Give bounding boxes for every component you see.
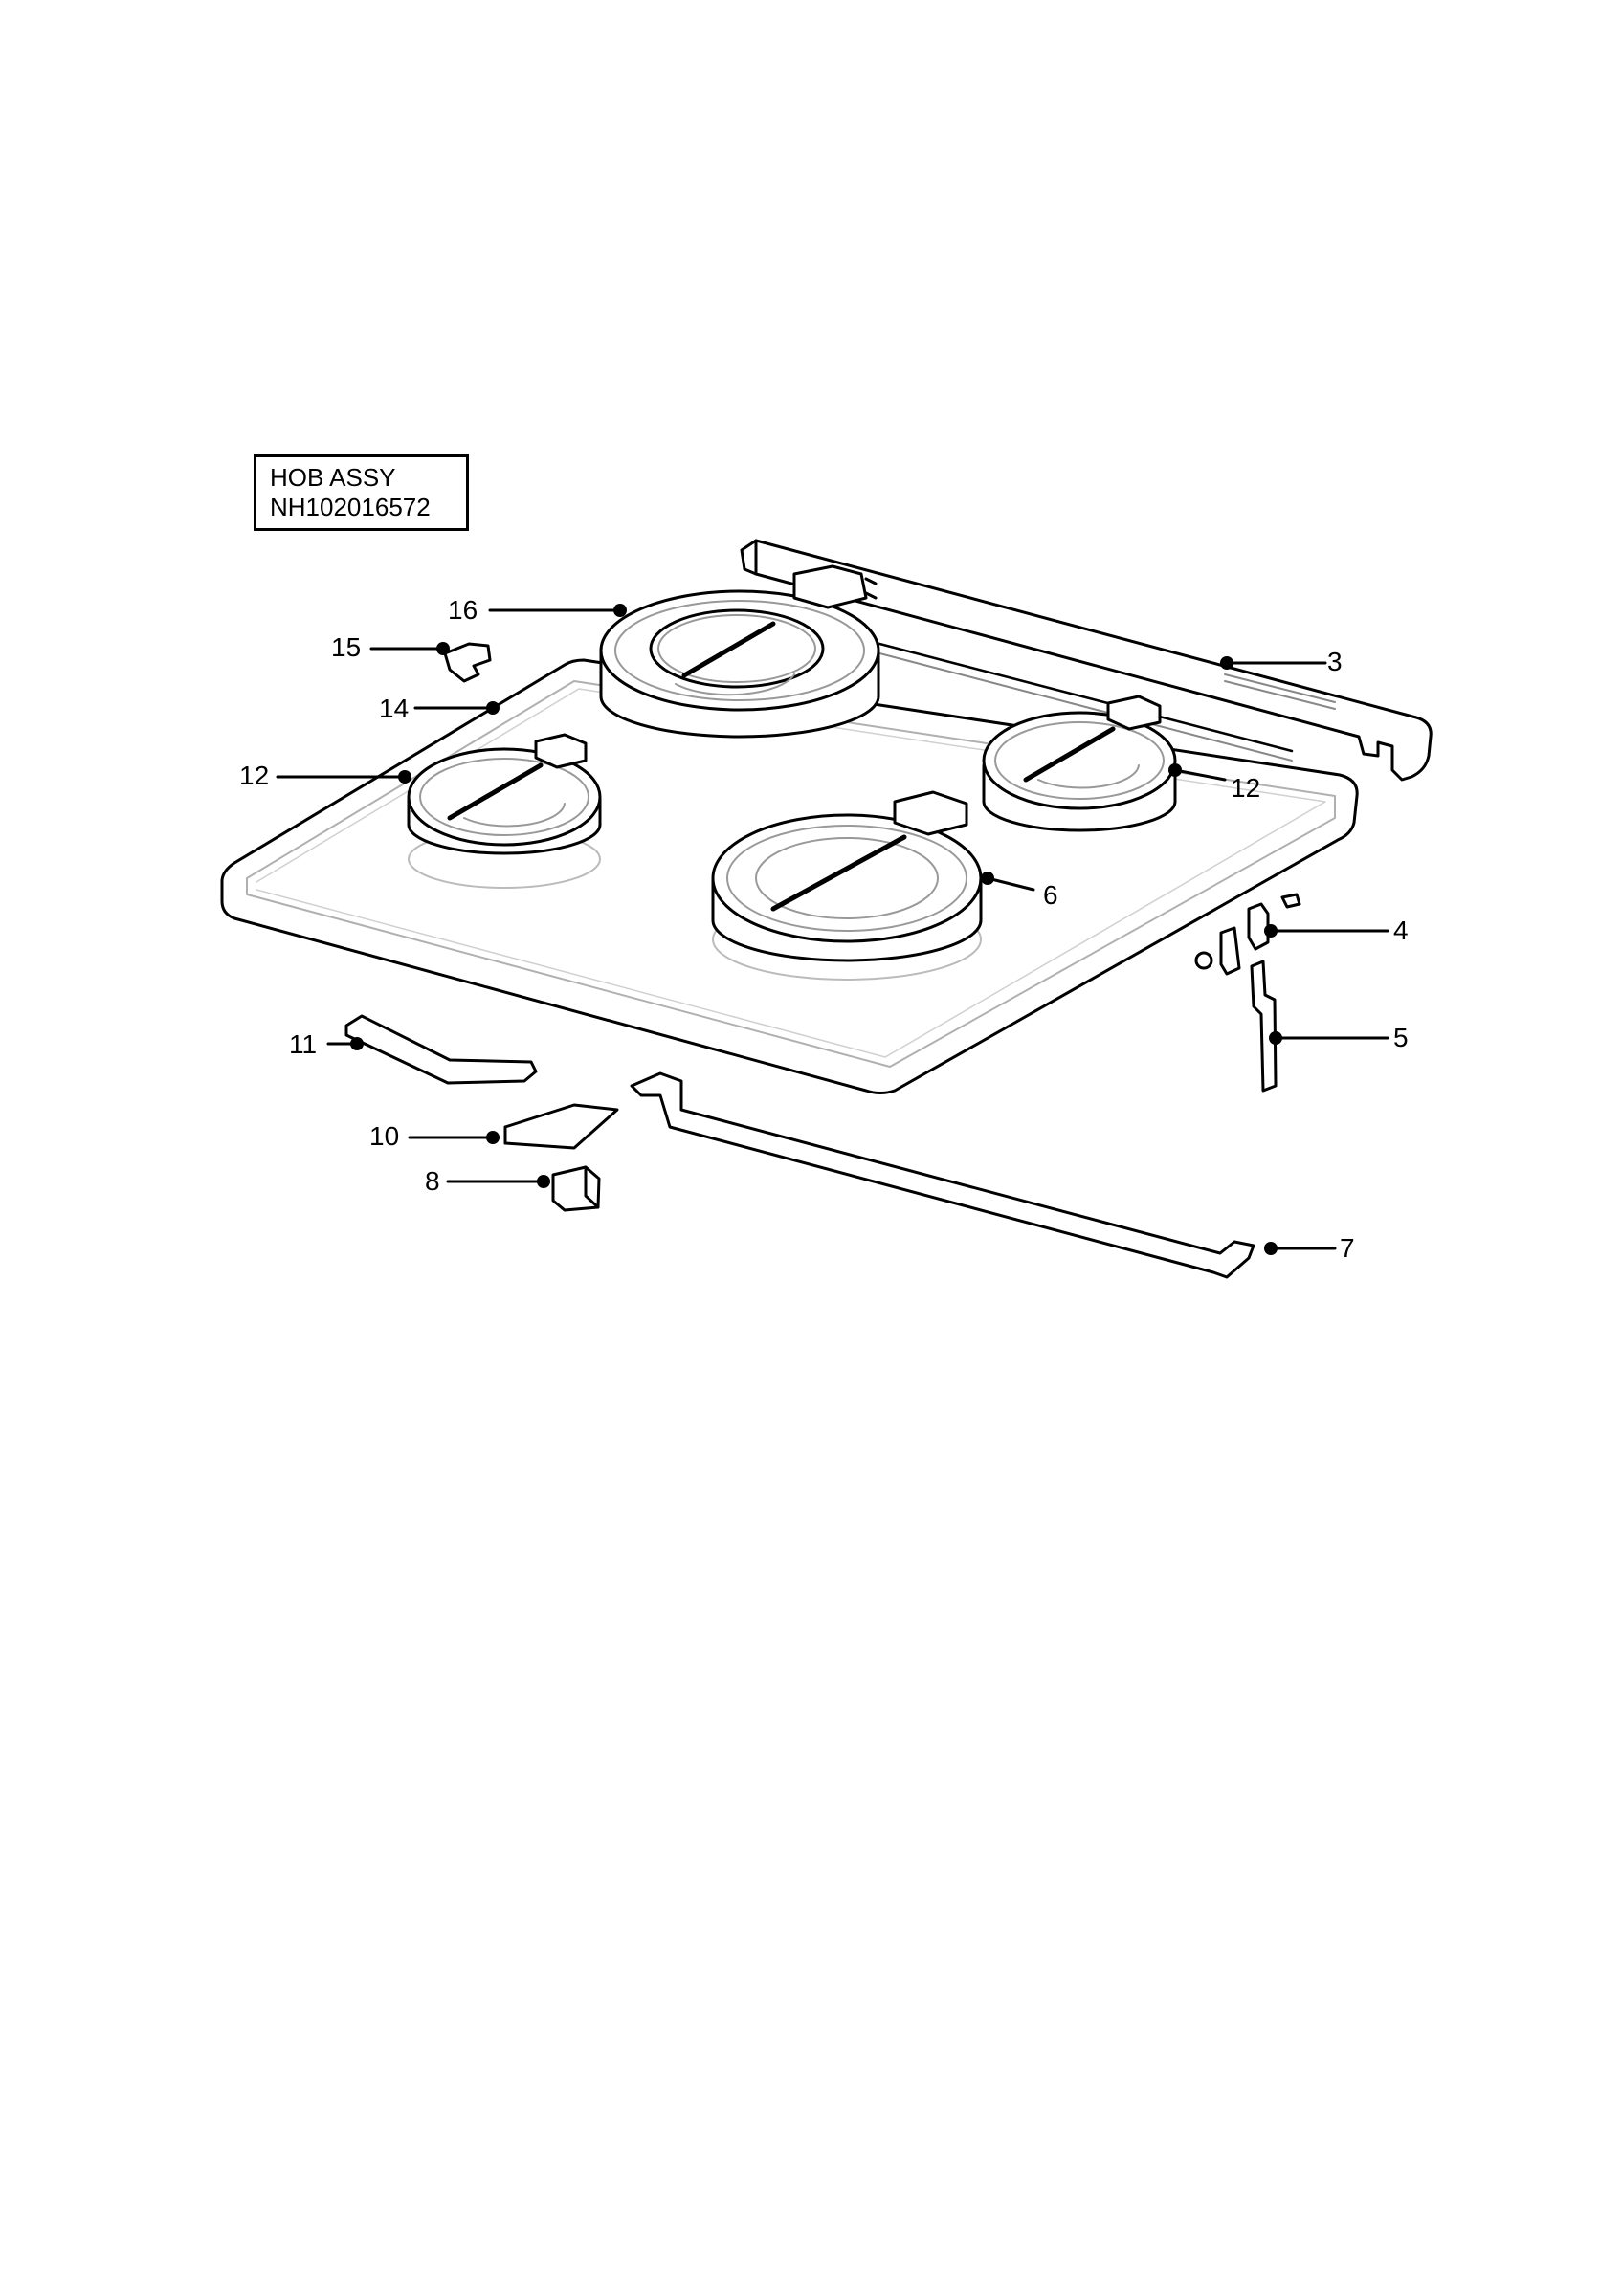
burner-12-left-terminal-block: [534, 733, 588, 769]
bracket-part-5: [1250, 960, 1278, 1093]
title-box: HOB ASSY NH102016572: [254, 454, 469, 531]
burner-6-terminal-block: [893, 790, 968, 836]
clip-part-15: [443, 642, 492, 683]
callout-11: 11: [289, 1029, 318, 1059]
large-burner-part-16: [599, 589, 880, 739]
bracket-part-11: [344, 1014, 538, 1085]
clip-part-8: [551, 1165, 601, 1212]
front-rail-part-7: [630, 1071, 1255, 1279]
callout-5: 5: [1393, 1023, 1409, 1052]
title-assembly-name: HOB ASSY: [270, 463, 396, 492]
leader-dots: [350, 604, 1282, 1255]
callout-6: 6: [1043, 880, 1058, 910]
callout-3: 3: [1327, 647, 1343, 676]
burner-16-terminal-block: [792, 564, 878, 609]
callout-14: 14: [379, 694, 410, 723]
callout-16: 16: [448, 595, 478, 625]
callout-7: 7: [1340, 1233, 1355, 1263]
bracket-part-4: [1194, 893, 1301, 976]
callout-10: 10: [369, 1121, 400, 1151]
title-part-number: NH102016572: [270, 493, 431, 521]
callout-4: 4: [1393, 916, 1409, 945]
small-burner-left-part-12: [407, 747, 602, 889]
callout-12-left: 12: [239, 761, 270, 790]
callout-15: 15: [331, 632, 362, 662]
rear-trim-part-3: [740, 539, 1433, 782]
large-burner-part-6: [711, 813, 983, 981]
callout-8: 8: [425, 1166, 440, 1196]
bracket-part-10: [503, 1103, 619, 1150]
small-burner-right-part-12: [982, 711, 1177, 832]
burner-12-right-terminal-block: [1106, 695, 1162, 731]
callout-12-right: 12: [1231, 773, 1261, 803]
